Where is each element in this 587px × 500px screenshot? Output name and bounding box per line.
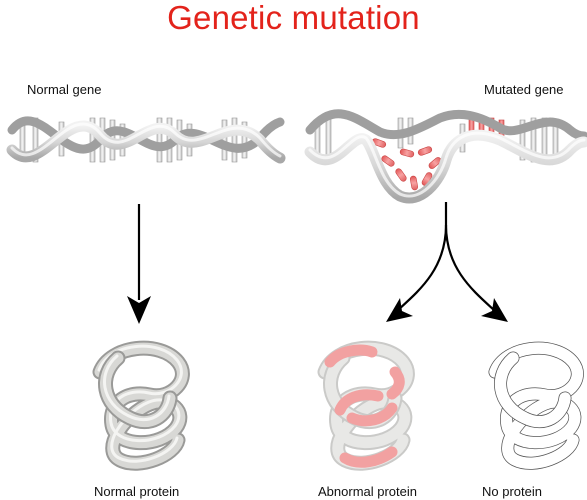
abnormal-protein-knot <box>317 340 415 471</box>
normal-gene-dna <box>6 116 286 164</box>
normal-arrow-head <box>127 296 151 324</box>
no-protein-outline <box>488 341 584 470</box>
normal-protein-knot <box>92 340 190 471</box>
mutated-gene-label: Mutated gene <box>484 82 564 97</box>
arrow-to-abnormal-protein <box>397 202 448 311</box>
diagram-title: Genetic mutation <box>167 0 420 36</box>
normal-gene-label: Normal gene <box>27 82 102 97</box>
no-protein-label: No protein <box>482 484 542 499</box>
mutated-gene-dna <box>304 109 587 204</box>
no-protein-arrow-head <box>481 298 508 322</box>
mutated-split-arrows <box>386 202 508 322</box>
normal-arrow <box>127 204 151 324</box>
arrow-to-no-protein <box>444 224 495 311</box>
normal-protein-label: Normal protein <box>94 484 180 499</box>
abnormal-protein-label: Abnormal protein <box>318 484 417 499</box>
abnormal-arrow-head <box>386 298 413 322</box>
mutated-dna-back-strand <box>305 109 587 141</box>
